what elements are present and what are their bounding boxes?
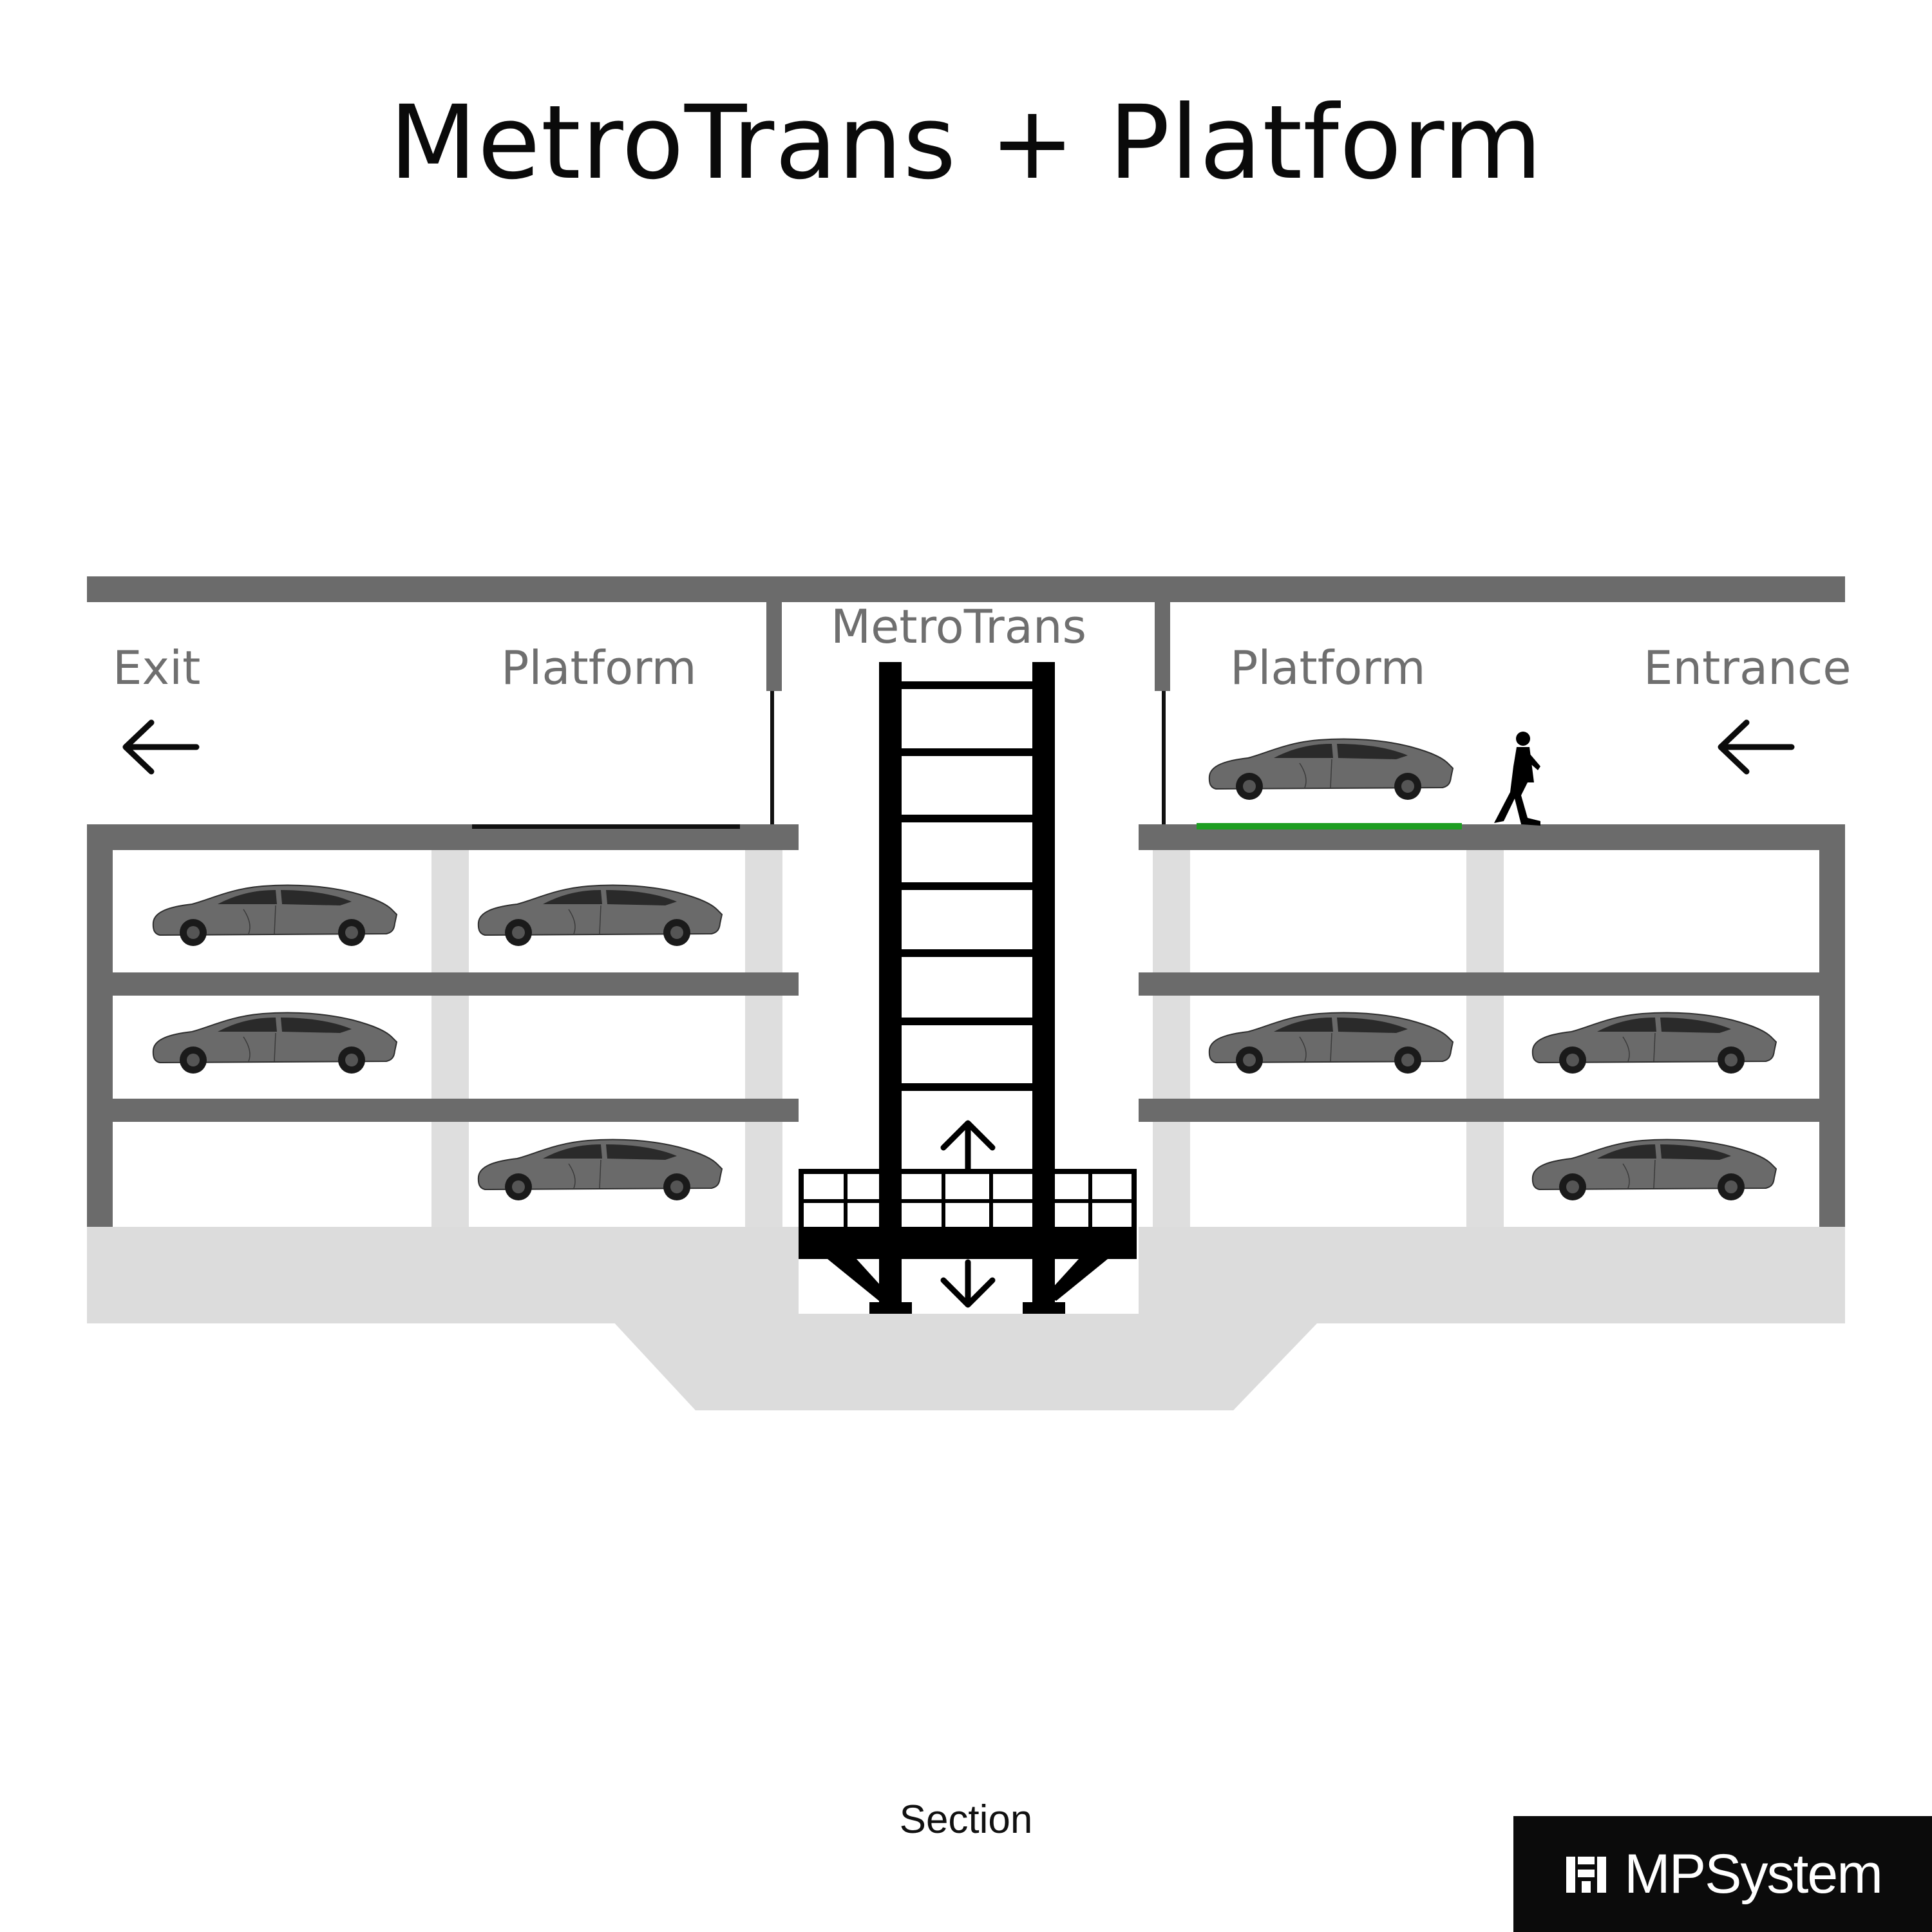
active-platform-indicator [1197, 823, 1462, 829]
platform-label-left: Platform [501, 641, 697, 695]
left-arrow-icon [1721, 723, 1792, 772]
walking-person-icon [1494, 732, 1540, 826]
platform-label-right: Platform [1230, 641, 1426, 695]
mp-logo-icon [1566, 1857, 1607, 1893]
brand-badge: MPSystem [1513, 1816, 1932, 1932]
diagram-title: MetroTrans + Platform [389, 84, 1543, 202]
car-icon [1208, 738, 1454, 800]
shaft-door-right [1162, 691, 1166, 824]
up-arrow-icon [940, 1120, 996, 1172]
section-caption: Section [899, 1797, 1033, 1842]
metrotrans-label: MetroTrans [831, 600, 1086, 654]
brand-name: MPSystem [1624, 1842, 1883, 1905]
exit-label: Exit [113, 641, 200, 695]
metrotrans-lift [799, 662, 1137, 1314]
roof-slab [87, 576, 1845, 602]
left-arrow-icon [126, 723, 196, 772]
shaft-wall-right [1155, 602, 1170, 691]
shaft-wall-left [766, 602, 782, 691]
entrance-label: Entrance [1643, 641, 1852, 695]
shaft-door-left [770, 691, 774, 824]
down-arrow-icon [940, 1259, 996, 1308]
